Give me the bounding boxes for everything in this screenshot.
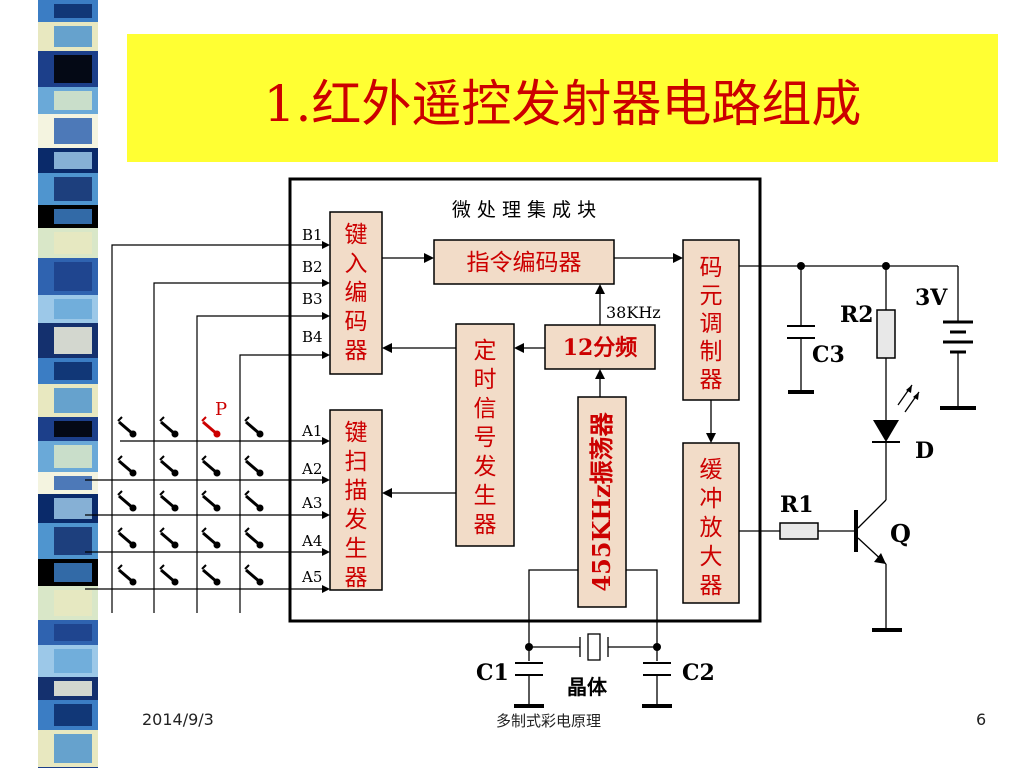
b-bus-arrowheads [322,241,330,359]
capacitor-c3 [787,325,815,394]
transistor-label: Q [890,519,911,548]
key-switch [159,564,179,586]
b-bus-lines [111,244,326,613]
block-timing-generator-label: 定时信号发生器 [474,338,497,538]
c2-label: C2 [682,660,715,686]
crystal-label: 晶体 [567,675,608,699]
page-number: 6 [976,710,987,729]
transistor-q [854,510,902,632]
key-switch [244,527,264,549]
key-switch [159,416,179,438]
key-switch [117,455,137,477]
key-switch [117,564,137,586]
pin-label-a2: A2 [301,460,322,478]
capacitors-c1-c2 [514,662,672,708]
key-switch [159,490,179,512]
internal-arrowheads [382,253,716,498]
block-divider-label: 12分频 [563,335,638,361]
resistor-r1 [779,522,819,540]
pin-label-a1: A1 [301,422,322,440]
key-switch [159,455,179,477]
pin-label-b4: B4 [302,328,323,346]
pin-label-b3: B3 [302,290,323,308]
decorative-stripe-bar [38,0,98,768]
key-matrix [117,416,264,586]
pin-label-b1: B1 [302,226,323,244]
block-oscillator: 455KHz振荡器 [577,396,627,608]
block-code-modulator-label: 码元调制器 [700,255,723,393]
pin-label-a4: A4 [301,532,322,550]
key-switch [117,416,137,438]
block-key-encoder-label: 键入编码器 [345,222,368,364]
key-switch [201,527,221,549]
block-divider: 12分频 [544,324,656,370]
c3-label: C3 [812,342,845,368]
block-buffer-amp-label: 缓冲放大器 [700,457,723,599]
led-label: D [915,438,934,464]
battery-3v [940,320,976,410]
key-switch [244,416,264,438]
key-switch [159,527,179,549]
battery-label: 3V [915,285,948,311]
crystal-circuit [528,569,658,706]
title-banner: 1.红外遥控发射器电路组成 [127,34,998,162]
key-switch [244,564,264,586]
block-key-scan-label: 键扫描发生器 [345,420,368,591]
block-key-encoder: 键入编码器 [329,211,383,375]
key-switch [201,416,221,438]
r2-label: R2 [840,302,874,328]
block-timing-generator: 定时信号发生器 [455,323,515,547]
output-circuit-wires [739,265,959,630]
footer-date: 2014/9/3 [142,710,214,729]
pin-label-b2: B2 [302,258,323,276]
c1-label: C1 [476,660,509,686]
pin-label-a3: A3 [301,494,322,512]
r1-label: R1 [780,492,814,518]
block-oscillator-label: 455KHz振荡器 [587,411,616,591]
key-switch [201,564,221,586]
led-d [872,384,920,443]
block-instruction-encoder-label: 指令编码器 [467,250,582,276]
resistor-r2 [876,309,896,359]
internal-signal-arrows [382,257,712,494]
key-switch [201,490,221,512]
a-bus-lines [85,440,326,590]
block-instruction-encoder: 指令编码器 [433,239,615,285]
key-switch [201,455,221,477]
block-key-scan: 键扫描发生器 [329,409,383,591]
slide-title: 1.红外遥控发射器电路组成 [263,75,862,133]
pressed-key-label: P [215,399,227,420]
chip-title: 微 处 理 集 成 块 [452,199,596,221]
footer-center: 多制式彩电原理 [496,712,602,730]
freq-label-38khz: 38KHz [606,303,661,322]
key-switch [117,490,137,512]
block-code-modulator: 码元调制器 [682,239,740,401]
key-switch [244,490,264,512]
key-switch [244,455,264,477]
block-buffer-amp: 缓冲放大器 [682,442,740,604]
key-switch [117,527,137,549]
a-bus-arrowheads [322,437,330,593]
pin-label-a5: A5 [301,568,322,586]
